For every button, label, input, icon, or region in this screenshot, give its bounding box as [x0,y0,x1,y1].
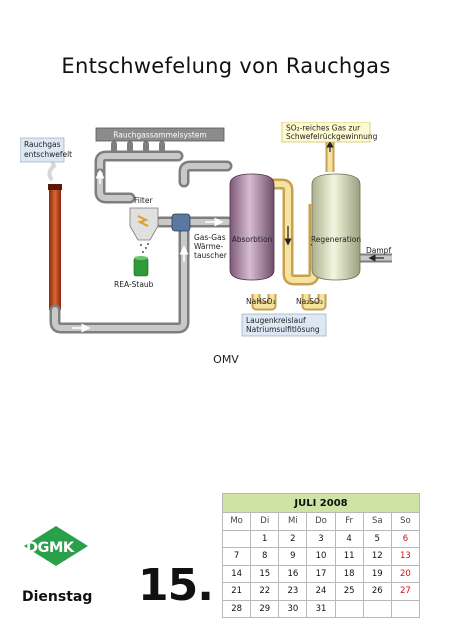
weekday-header: So [390,512,421,531]
absorption-label: Absorbtion [232,235,273,244]
calendar-day: 26 [362,582,392,601]
so2-label-2: Schwefelrückgewinnung [286,132,378,141]
image-credit: OMV [213,353,239,366]
process-diagram: Rauchgassammelsystem Rauchgas entschwefe… [20,122,392,337]
calendar-day: 18 [334,564,364,583]
calendar-day: 6 [390,529,421,548]
filter-unit: Filter [129,196,159,253]
calendar-day: 29 [250,599,280,618]
calendar-day: 14 [221,564,252,583]
calendar-day: 2 [278,529,308,548]
calendar-week: 7 8 9 10 11 12 13 [221,547,421,566]
calendar-day: 15 [250,564,280,583]
absorption-tank [229,173,275,281]
filter-label: Filter [134,196,153,205]
calendar: JULI 2008 Mo Di Mi Do Fr Sa So 1 2 3 4 5… [221,493,421,618]
weekday-header: Mo [221,512,252,531]
clean-gas-box [20,137,65,163]
collector-label: Rauchgassammelsystem [113,131,206,140]
calendar-day: 21 [221,582,252,601]
nahso3-label: NaHSO₃ [246,297,276,306]
calendar-day [221,529,252,548]
so2-label-1: SO₂-reiches Gas zur [286,124,361,133]
calendar-weekdays: Mo Di Mi Do Fr Sa So [221,512,421,531]
calendar-day: 3 [306,529,336,548]
logo-text: DGMK [26,540,74,556]
calendar-day: 30 [278,599,308,618]
weekday-header: Sa [362,512,392,531]
steam-label: Dampf [366,246,391,255]
calendar-week: 1 2 3 4 5 6 [221,529,421,548]
calendar-day: 13 [390,547,421,566]
weekday-header: Di [250,512,280,531]
loop-label-1: Laugenkreislauf [246,316,306,325]
calendar-day: 23 [278,582,308,601]
heat-exchanger [171,213,191,232]
calendar-day: 11 [334,547,364,566]
exchanger-label-1: Gas-Gas [194,233,226,242]
calendar-day: 17 [306,564,336,583]
collector-box [95,127,225,142]
exchanger-label-3: tauscher [194,251,228,260]
calendar-day [334,599,364,618]
calendar-day: 24 [306,582,336,601]
chimney-stack [47,154,62,310]
calendar-day: 12 [362,547,392,566]
calendar-day: 7 [221,547,252,566]
calendar-day: 27 [390,582,421,601]
calendar-day: 19 [362,564,392,583]
dust-barrel [133,256,149,277]
calendar-day: 25 [334,582,364,601]
calendar-day: 16 [278,564,308,583]
calendar-week: 14 15 16 17 18 19 20 [221,564,421,583]
calendar-day [390,599,421,618]
na2so3-label: Na₂SO₃ [296,297,323,306]
calendar-day [362,599,392,618]
regeneration-label: Regeneration [311,235,362,244]
dgmk-logo [24,526,88,566]
day-number: 15. [138,560,214,611]
dust-label: REA-Staub [114,280,154,289]
weekday-name: Dienstag [22,589,93,605]
loop-label-2: Natriumsulfitlösung [246,325,320,334]
clean-gas-label-1: Rauchgas [24,140,61,149]
calendar-day: 10 [306,547,336,566]
calendar-day: 28 [221,599,252,618]
clean-gas-label-2: entschwefelt [24,150,72,159]
weekday-header: Do [306,512,336,531]
so2-box [281,122,371,143]
calendar-day: 9 [278,547,308,566]
calendar-day: 22 [250,582,280,601]
weekday-header: Fr [334,512,364,531]
calendar-week: 21 22 23 24 25 26 27 [221,582,421,601]
calendar-week: 28 29 30 31 [221,599,421,618]
calendar-month: JULI 2008 [222,493,420,513]
regeneration-tank [311,173,361,281]
calendar-day: 1 [250,529,280,548]
solution-loop-pipes [251,140,392,311]
loop-box [241,313,327,337]
calendar-day: 31 [306,599,336,618]
exchanger-label-2: Wärme- [194,242,223,251]
calendar-day: 5 [362,529,392,548]
calendar-day: 8 [250,547,280,566]
page-title: Entschwefelung von Rauchgas [61,54,391,78]
calendar-day: 20 [390,564,421,583]
calendar-day: 4 [334,529,364,548]
weekday-header: Mi [278,512,308,531]
